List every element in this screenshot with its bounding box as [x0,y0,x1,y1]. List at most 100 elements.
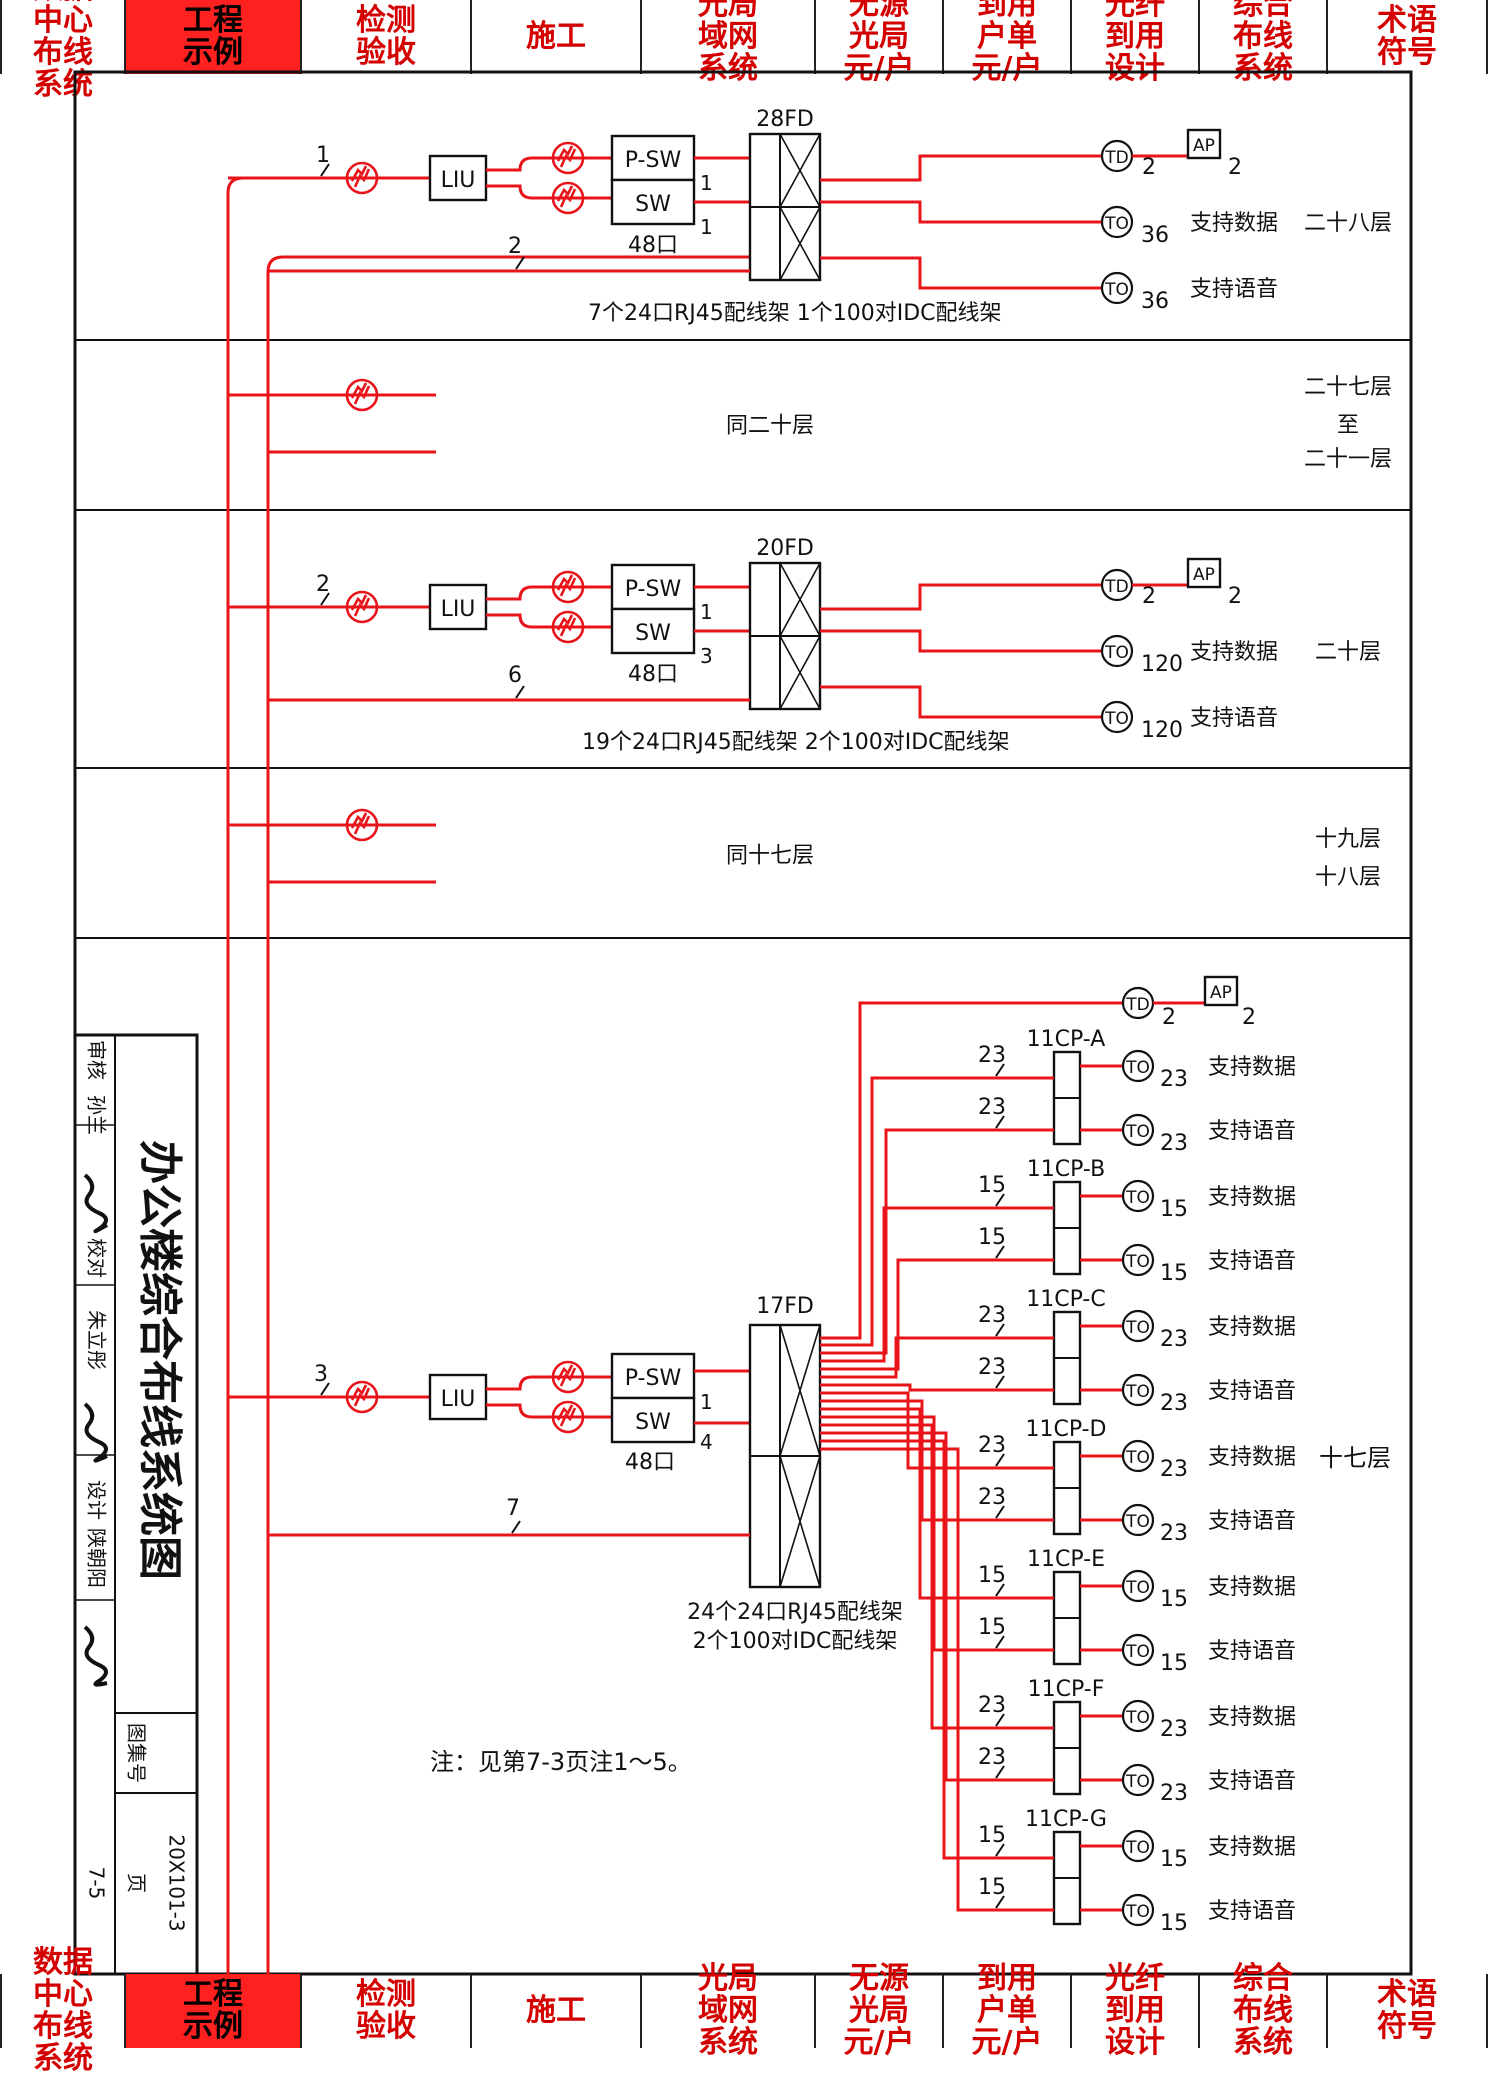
top-tab-8[interactable]: 综合 布线 系统 [1198,0,1326,85]
sw-ports: 48口 [628,662,678,687]
cable-count-tick [995,1453,1005,1467]
outlet-to-icon [1121,1829,1155,1863]
ap-label: AP [1193,136,1215,156]
to-count: 23 [1160,1457,1188,1482]
cable-count: 23 [978,1745,1006,1770]
to-count: 23 [1160,1067,1188,1092]
cable-count-tick [995,1895,1005,1909]
top-tab-1[interactable]: 工程 示例 [124,0,300,74]
bottom-tab-0[interactable]: 数据 中心 布线 系统 [0,1947,124,2075]
tab-label: 检测 验收 [356,3,416,70]
data-label: 支持数据 [1190,211,1278,236]
cable-count-tick [515,256,525,270]
cp-label: 11CP-C [1026,1287,1105,1312]
cable-line [820,1258,1054,1371]
data-label: 支持数据 [1208,1575,1296,1600]
cable-count-tick [995,1635,1005,1649]
tab-label: 施工 [526,1993,586,2028]
cable-count: 15 [978,1225,1006,1250]
top-tab-2[interactable]: 检测 验收 [300,0,470,74]
to-count: 15 [1160,1847,1188,1872]
cable-line [486,184,612,200]
psw-label: P-SW [625,1366,682,1391]
floor-17-block: 3LIUP-SWSW48口1417FD724个24口RJ45配线架2个100对I… [228,975,1391,1936]
top-tab-5[interactable]: 无源 光局 元/户 [814,0,942,85]
bottom-tab-3[interactable]: 施工 [470,1974,640,2048]
outlet-to-icon [1121,1049,1155,1083]
fd-label: 20FD [756,536,814,561]
ap-count: 2 [1228,155,1242,180]
cable-line [820,1383,1054,1392]
voice-label: 支持语音 [1208,1639,1296,1664]
cable-line [820,1415,1054,1652]
tb-field: 20X101-3 [165,1834,189,1931]
fd-label: 17FD [756,1294,814,1319]
sw-label: SW [635,192,671,217]
to-count: 120 [1141,718,1183,743]
sw-ports: 48口 [628,233,678,258]
signature [83,1402,108,1463]
psw-count: 1 [700,1390,713,1414]
copper-count: 2 [508,234,522,259]
bottom-tab-9[interactable]: 术语 符号 [1326,1974,1488,2048]
outlet-to-icon [1121,1309,1155,1343]
bottom-tab-2[interactable]: 检测 验收 [300,1974,470,2048]
cable-line [820,1128,1054,1355]
td-count: 2 [1142,584,1156,609]
cable-count-tick [995,1193,1005,1207]
outlet-code: TO [1125,1122,1150,1142]
bottom-tab-7[interactable]: 光纤 到用 设计 [1070,1963,1198,2059]
cable-line [820,256,1102,290]
ap-label: AP [1193,565,1215,585]
ap-label: AP [1210,983,1232,1003]
fd-cross [779,562,821,710]
tb-field: 设计 [85,1480,109,1520]
top-tab-0[interactable]: 数据 中心 布线 系统 [0,0,124,101]
top-tab-6[interactable]: 到用 户单 元/户 [942,0,1070,85]
access-point-box-icon [1186,128,1222,160]
cable-line [820,1076,1054,1347]
top-tab-3[interactable]: 施工 [470,0,640,74]
cable-count-tick [995,1323,1005,1337]
to-count: 23 [1160,1327,1188,1352]
tab-label: 光纤 到用 设计 [1105,1961,1165,2060]
drawing-frame [73,70,1413,1976]
tab-label: 施工 [526,19,586,54]
outlet-code: TD [1104,577,1128,597]
cp-label: 11CP-D [1025,1417,1106,1442]
tab-label: 术语 符号 [1377,3,1437,70]
bottom-tab-4[interactable]: 光局 域网 系统 [640,1963,814,2059]
top-tab-7[interactable]: 光纤 到用 设计 [1070,0,1198,85]
tb-field: 校对 [85,1238,109,1278]
data-label: 支持数据 [1208,1445,1296,1470]
cable-count-tick [995,1245,1005,1259]
tb-field: 审核 [85,1040,109,1080]
outlet-code: TO [1125,1318,1150,1338]
top-tab-9[interactable]: 术语 符号 [1326,0,1488,74]
cable-count-tick [515,685,525,699]
bottom-tab-5[interactable]: 无源 光局 元/户 [814,1963,942,2059]
cable-count-tick [320,592,330,606]
cp-label: 11CP-F [1028,1677,1105,1702]
tb-field: 页 [125,1873,149,1893]
bottom-tab-1[interactable]: 工程 示例 [124,1974,300,2048]
sw-count: 3 [700,644,713,668]
voice-label: 支持语音 [1208,1249,1296,1274]
bottom-tab-6[interactable]: 到用 户单 元/户 [942,1963,1070,2059]
outlet-code: TD [1104,148,1128,168]
to-count: 23 [1160,1131,1188,1156]
top-tab-4[interactable]: 光局 域网 系统 [640,0,814,85]
to-count: 23 [1160,1391,1188,1416]
outlet-code: TO [1125,1642,1150,1662]
fd-cross [779,133,821,281]
signature [83,1173,108,1234]
floor-label: 二十八层 [1304,211,1392,236]
outlet-to-icon [1121,1113,1155,1147]
bottom-tab-8[interactable]: 综合 布线 系统 [1198,1963,1326,2059]
outlet-code: TO [1104,643,1129,663]
cable-count: 15 [978,1563,1006,1588]
panel-note: 19个24口RJ45配线架 2个100对IDC配线架 [582,730,1010,755]
